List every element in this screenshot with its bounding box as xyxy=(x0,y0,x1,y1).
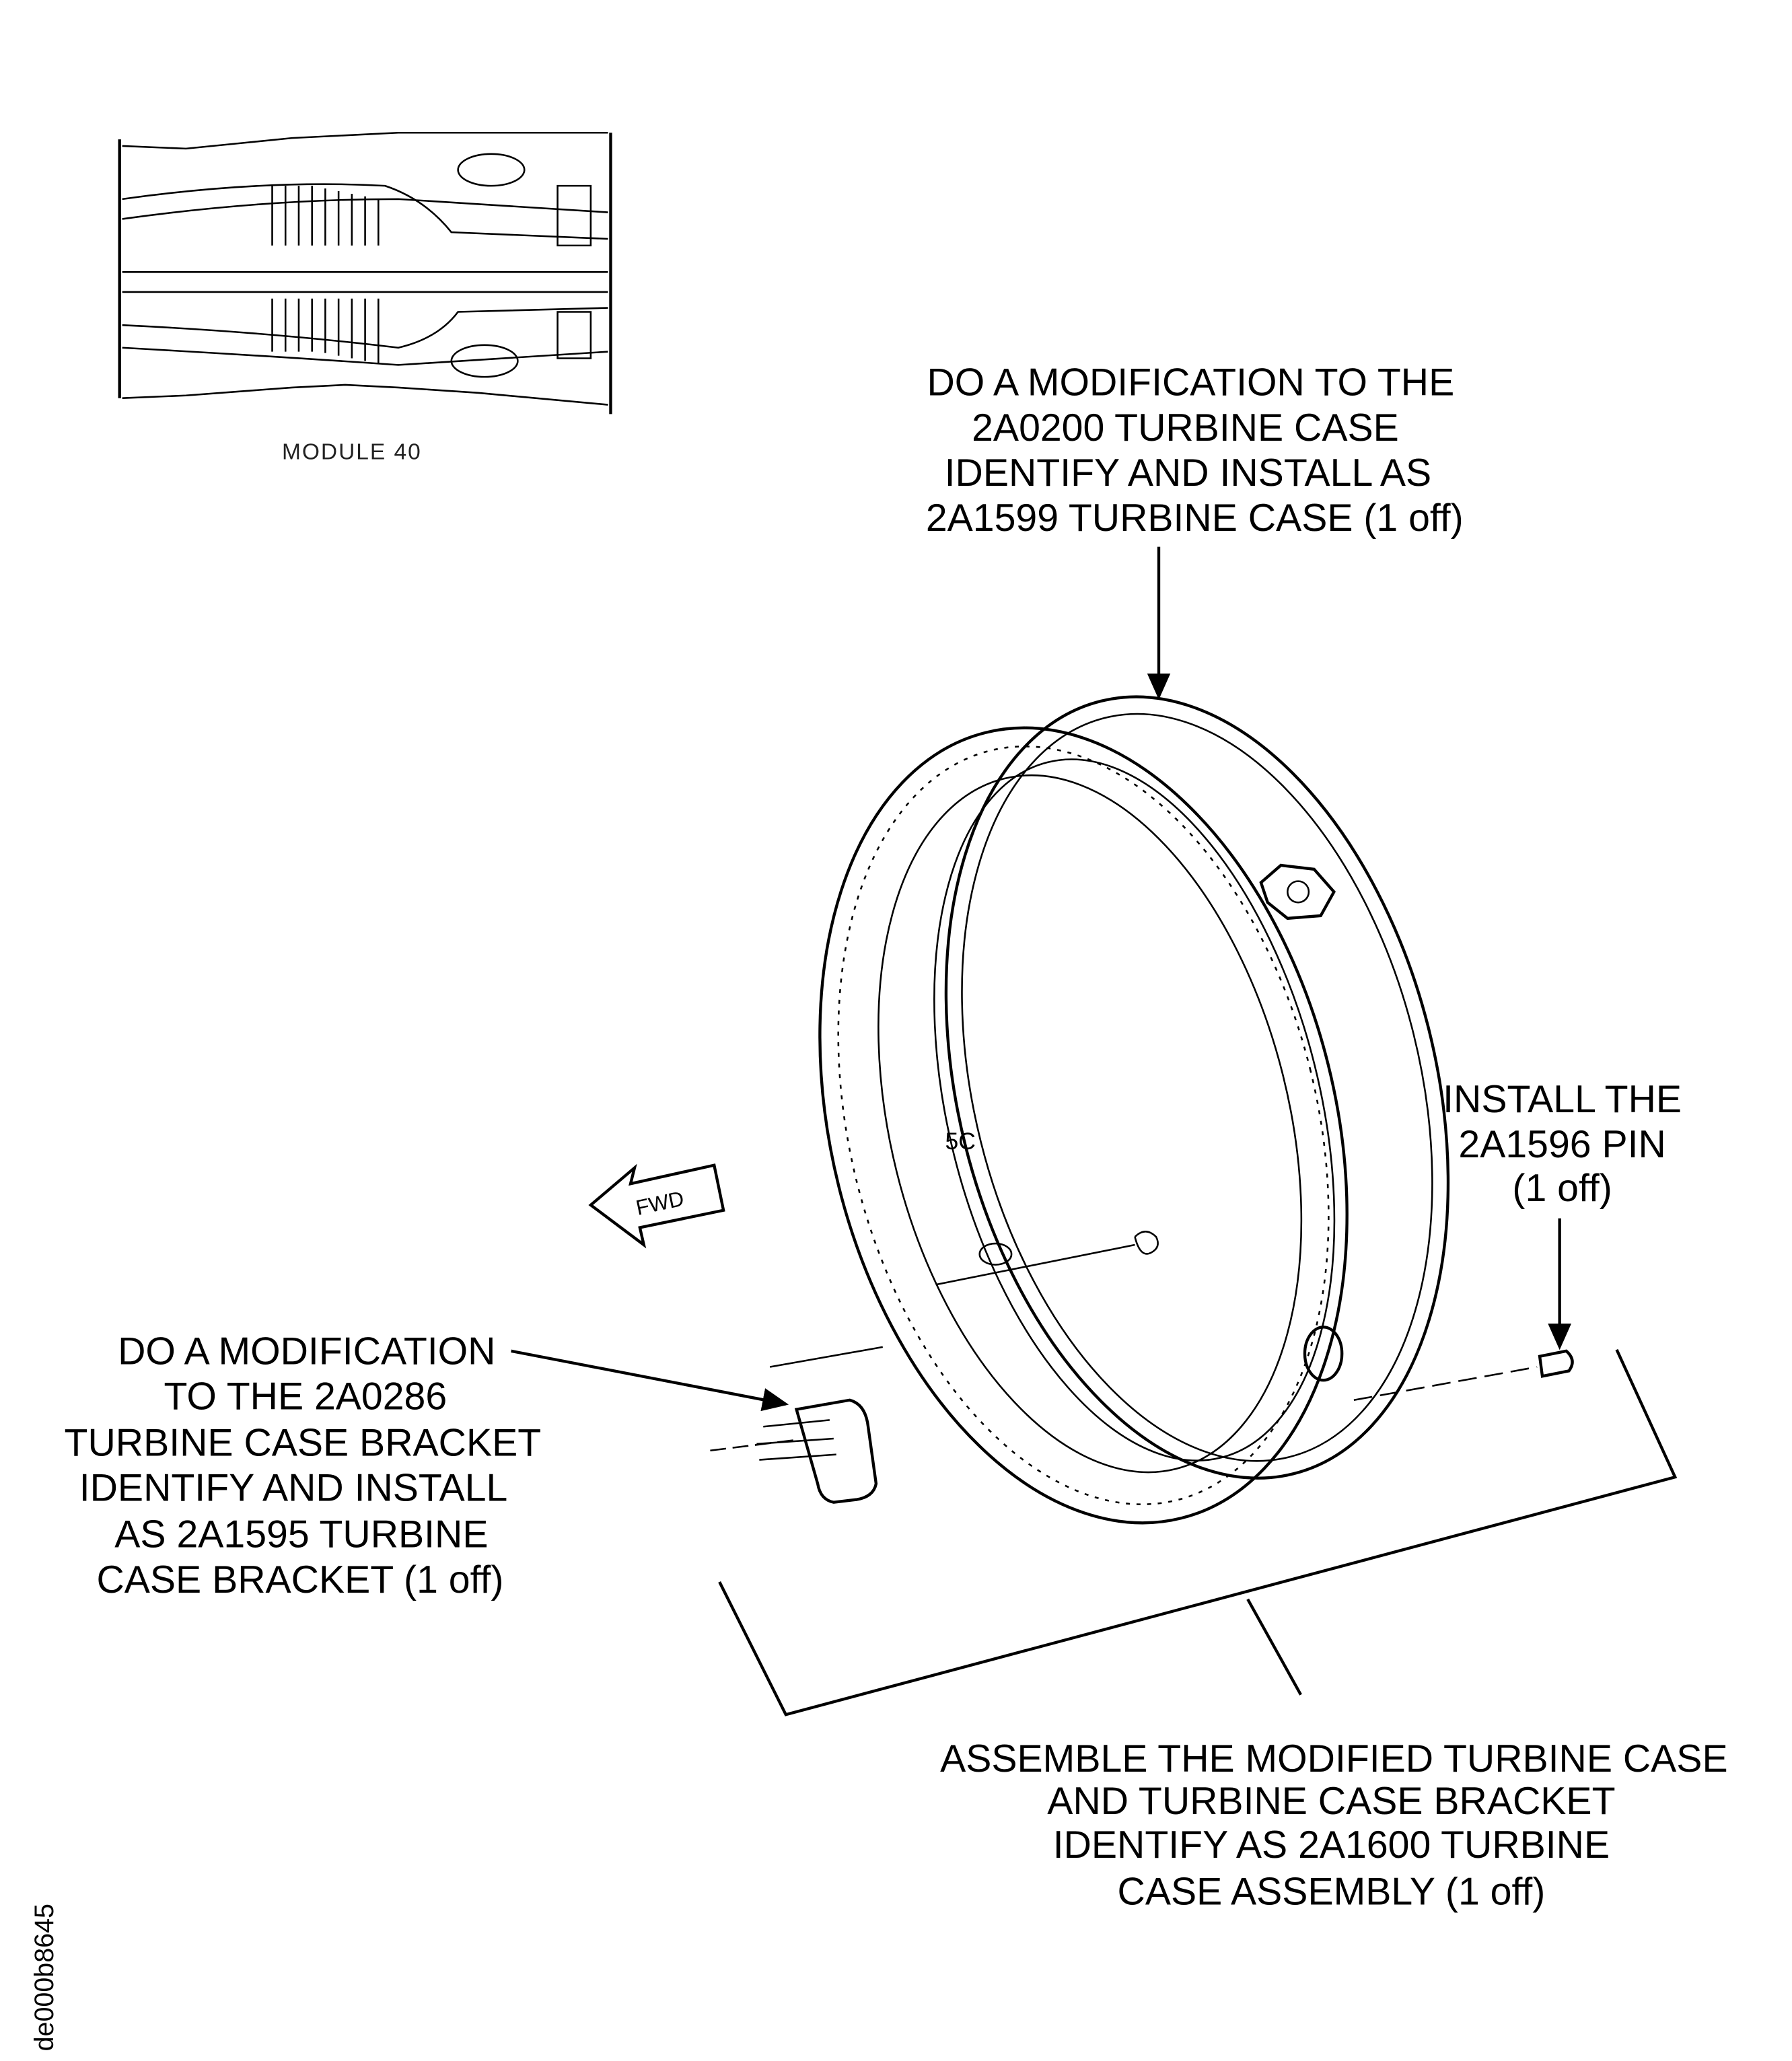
callout-line: DO A MODIFICATION xyxy=(118,1330,495,1373)
assembly-bracket xyxy=(718,1348,1678,1716)
callout-line: 2A0200 TURBINE CASE xyxy=(972,406,1399,449)
turbine-case-callout: DO A MODIFICATION TO THE 2A0200 TURBINE … xyxy=(926,361,1464,700)
boss-fitting xyxy=(978,863,1344,1382)
callout-line: (1 off) xyxy=(1512,1167,1612,1210)
fastener-icon xyxy=(1134,1231,1159,1255)
part-mark: 5C xyxy=(945,1128,975,1155)
callout-line: 2A1596 PIN xyxy=(1458,1123,1665,1166)
callout-line: TO THE 2A0286 xyxy=(164,1375,447,1418)
leader-arrow xyxy=(511,1349,789,1412)
inset-label: MODULE 40 xyxy=(282,439,422,464)
callout-line: IDENTIFY AND INSTALL AS xyxy=(945,451,1432,495)
module-40-inset: MODULE 40 xyxy=(118,131,612,464)
callout-line: 2A1599 TURBINE CASE (1 off) xyxy=(926,497,1464,540)
assembly-callout: ASSEMBLE THE MODIFIED TURBINE CASE AND T… xyxy=(940,1737,1727,1913)
callout-line: ASSEMBLE THE MODIFIED TURBINE CASE xyxy=(940,1737,1727,1780)
figure-id: de000b8645 xyxy=(30,1904,59,2051)
callout-line: IDENTIFY AND INSTALL xyxy=(79,1467,508,1510)
callout-line: DO A MODIFICATION TO THE xyxy=(927,361,1454,404)
callout-line: AS 2A1595 TURBINE xyxy=(114,1513,488,1556)
centerline xyxy=(935,1243,1135,1286)
callout-line: AND TURBINE CASE BRACKET xyxy=(1047,1780,1615,1823)
callout-line: IDENTIFY AS 2A1600 TURBINE xyxy=(1053,1823,1610,1867)
bracket-callout: DO A MODIFICATION TO THE 2A0286 TURBINE … xyxy=(65,1330,789,1601)
pin-callout: INSTALL THE 2A1596 PIN (1 off) xyxy=(1443,1078,1682,1350)
callout-line: INSTALL THE xyxy=(1443,1078,1682,1121)
pin-part xyxy=(1353,1349,1574,1402)
fwd-label: FWD xyxy=(634,1186,686,1220)
fwd-arrow[interactable]: FWD xyxy=(588,1163,725,1249)
turbine-case-ring xyxy=(818,695,1450,1525)
callout-line: CASE BRACKET (1 off) xyxy=(96,1558,503,1601)
callout-line: CASE ASSEMBLY (1 off) xyxy=(1118,1870,1546,1913)
assembly-bracket-stem xyxy=(1246,1598,1302,1696)
bracket-part xyxy=(710,1346,883,1504)
callout-line: TURBINE CASE BRACKET xyxy=(65,1422,542,1465)
